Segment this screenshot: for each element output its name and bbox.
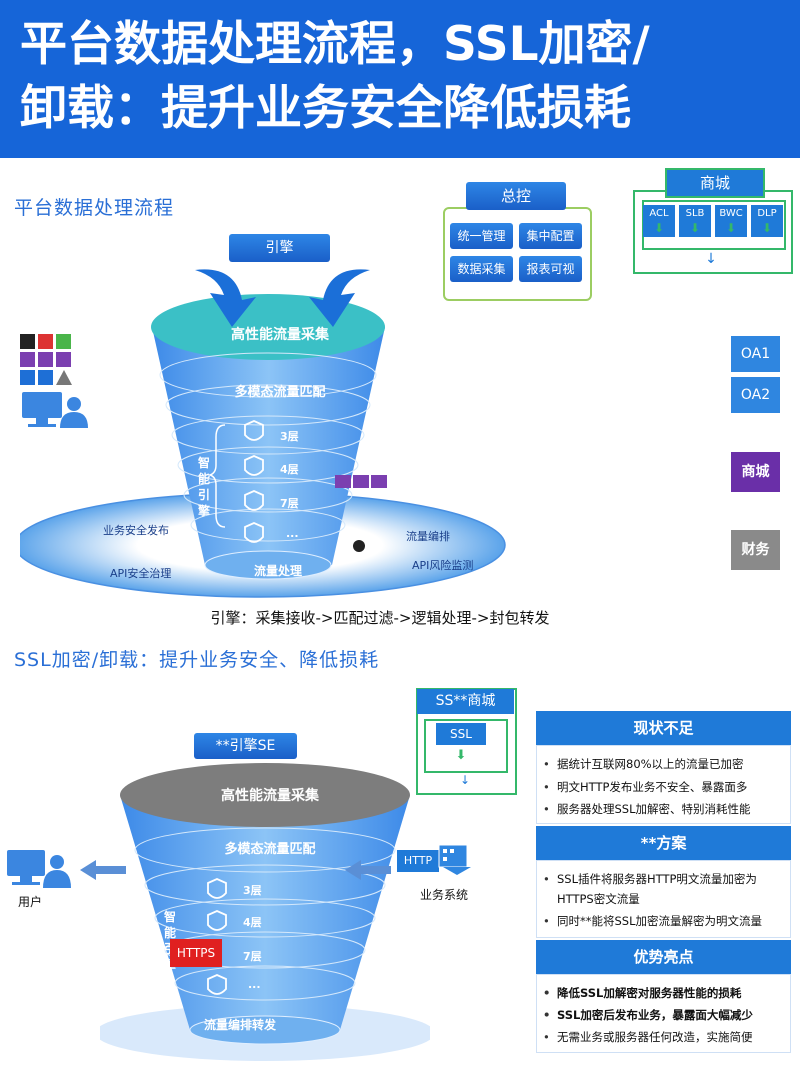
ring-label-biz-publish: 业务安全发布 [103, 524, 169, 537]
panel-solution-item: SSL插件将服务器HTTP明文流量加密为 [543, 871, 757, 887]
arrow-right-icon [309, 269, 370, 327]
funnel2-layer-3: 3层 [243, 884, 262, 897]
mall-down-arrow-icon: ↓ [705, 251, 717, 267]
shield2-icon-more [207, 974, 227, 995]
shield-icon-more [244, 522, 264, 543]
page-title-line2: 卸载：提升业务安全降低损耗 [20, 81, 631, 136]
purple-block [335, 475, 351, 488]
arrow-to-user-icon [80, 860, 126, 880]
panel-advantage-item: SSL加密后发布业务，暴露面大幅减少 [543, 1007, 753, 1023]
side-item-mall[interactable]: 商城 [731, 452, 780, 492]
funnel2-top [120, 763, 410, 827]
panel-status-item: 明文HTTP发布业务不安全、暴露面多 [543, 779, 747, 795]
control-panel [443, 207, 592, 301]
mall-title: 商城 [665, 168, 765, 198]
mall-module-bwc: BWC⬇ [715, 205, 747, 237]
funnel1-smart-engine: 智能引擎 [197, 456, 210, 518]
section2-title: SSL加密/卸载：提升业务安全、降低损耗 [14, 649, 380, 671]
funnel2-body [120, 795, 410, 1030]
server-icon [438, 844, 471, 875]
panel-advantage-item: 无需业务或服务器任何改造，实施简便 [543, 1029, 753, 1045]
funnel2-layer-4: 4层 [243, 916, 262, 929]
black-dot-icon [353, 540, 365, 552]
control-item-config[interactable]: 集中配置 [519, 223, 582, 249]
panel-advantage-item: 降低SSL加解密对服务器性能的损耗 [543, 985, 741, 1001]
arrow-to-funnel-icon [345, 860, 391, 880]
panel-solution-title: **方案 [536, 826, 791, 860]
shield-icon-4 [244, 455, 264, 476]
ssl-module: SSL [436, 723, 486, 745]
panel-solution-item: 同时**能将SSL加密流量解密为明文流量 [543, 913, 762, 929]
panel-advantage-title: 优势亮点 [536, 940, 791, 974]
panel-status-item: 据统计互联网80%以上的流量已加密 [543, 756, 744, 772]
mall-module-slb: SLB⬇ [679, 205, 711, 237]
ring-label-api-gov: API安全治理 [110, 567, 172, 580]
http-label: HTTP [397, 850, 439, 872]
side-item-oa2[interactable]: OA2 [731, 377, 780, 413]
mall-module-acl: ACL⬇ [643, 205, 675, 237]
funnel-diagram-1 [20, 269, 506, 598]
app-grid-icon [20, 334, 76, 390]
arrow-left-icon [195, 269, 256, 327]
ring-label-traffic-orch: 流量编排 [406, 530, 450, 543]
panel-solution-body: SSL插件将服务器HTTP明文流量加密为 HTTPS密文流量 同时**能将SSL… [536, 860, 791, 938]
computer-user-icon [22, 392, 88, 428]
ring-label-api-risk: API风险监测 [412, 559, 474, 572]
user-label: 用户 [18, 895, 43, 909]
section1-title: 平台数据处理流程 [14, 197, 175, 219]
funnel1-layer-more: ... [286, 527, 299, 540]
funnel-diagram-2 [100, 763, 430, 1061]
control-item-collect[interactable]: 数据采集 [450, 256, 513, 282]
purple-block [353, 475, 369, 488]
side-item-oa1[interactable]: OA1 [731, 336, 780, 372]
panel-status-title: 现状不足 [536, 711, 791, 745]
funnel2-match-label: 多模态流量匹配 [224, 842, 316, 857]
panel-status-body: 据统计互联网80%以上的流量已加密 明文HTTP发布业务不安全、暴露面多 服务器… [536, 745, 791, 824]
shield-icon-3 [244, 420, 264, 441]
section1-caption: 引擎：采集接收->匹配过滤->逻辑处理->封包转发 [210, 609, 550, 627]
engine-label: 引擎 [229, 234, 330, 262]
funnel1-top-label: 高性能流量采集 [231, 327, 329, 343]
page-title-line1: 平台数据处理流程，SSL加密/ [20, 17, 650, 72]
funnel2-top-label: 高性能流量采集 [221, 788, 319, 804]
ssl-down-arrow-icon: ⬇ [455, 748, 467, 763]
control-title: 总控 [466, 182, 566, 210]
shield2-icon-4 [207, 910, 227, 931]
user-computer-icon [7, 850, 71, 888]
panel-advantage-body: 降低SSL加解密对服务器性能的损耗 SSL加密后发布业务，暴露面大幅减少 无需业… [536, 974, 791, 1053]
panel-status-item: 服务器处理SSL加解密、特别消耗性能 [543, 801, 751, 817]
https-badge: HTTPS [170, 939, 222, 967]
funnel1-layer-7: 7层 [280, 497, 299, 510]
header-banner: 平台数据处理流程，SSL加密/ 卸载：提升业务安全降低损耗 [0, 0, 800, 158]
funnel2-layer-7: 7层 [243, 950, 262, 963]
funnel1-match-label: 多模态流量匹配 [234, 385, 326, 400]
funnel2-layer-more: ... [248, 978, 261, 991]
ss-mall-down-arrow-icon: ↓ [459, 773, 471, 787]
shield2-icon-3 [207, 878, 227, 899]
shield-icon-7 [244, 490, 264, 511]
control-item-unified[interactable]: 统一管理 [450, 223, 513, 249]
engine-se-label: **引擎SE [194, 733, 297, 759]
biz-system-label: 业务系统 [420, 888, 469, 902]
control-item-report[interactable]: 报表可视 [519, 256, 582, 282]
funnel-body [152, 327, 385, 565]
panel-solution-item-cont: HTTPS密文流量 [557, 892, 640, 906]
funnel1-bottom-label: 流量处理 [253, 564, 302, 578]
funnel1-layer-3: 3层 [280, 430, 299, 443]
side-item-finance[interactable]: 财务 [731, 530, 780, 570]
brace-icon [207, 424, 226, 528]
ss-mall-title: SS**商城 [417, 689, 514, 714]
funnel2-bottom-label: 流量编排转发 [203, 1018, 276, 1032]
funnel1-layer-4: 4层 [280, 463, 299, 476]
purple-block [371, 475, 387, 488]
mall-module-dlp: DLP⬇ [751, 205, 783, 237]
ss-mall-inner [424, 719, 508, 773]
